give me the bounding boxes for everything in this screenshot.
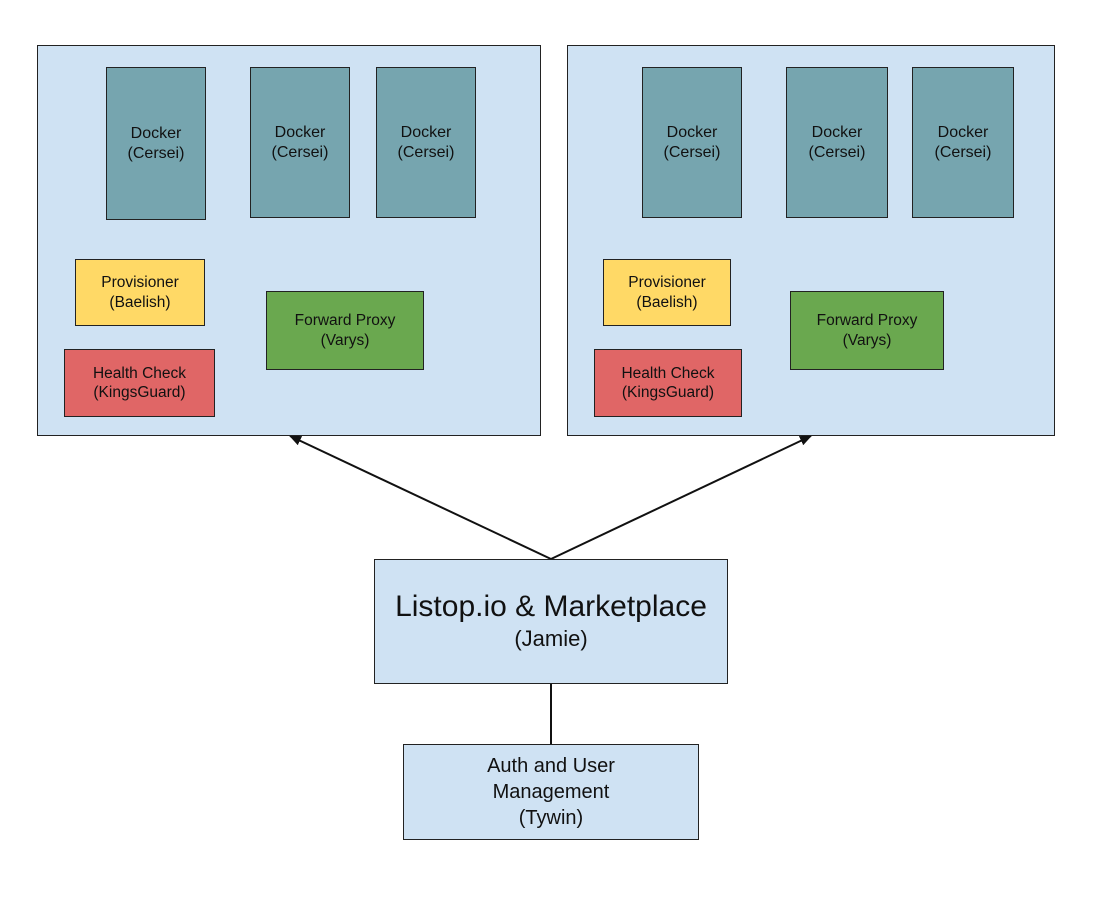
forward-proxy-label: Forward Proxy bbox=[816, 312, 918, 330]
docker-label: Docker bbox=[811, 123, 863, 141]
forward-proxy-label: Forward Proxy bbox=[294, 312, 396, 330]
marketplace-title: Listop.io & Marketplace bbox=[395, 590, 707, 624]
health-check-label: Health Check bbox=[621, 364, 715, 382]
docker-container: Docker (Cersei) bbox=[376, 67, 476, 218]
provisioner-box: Provisioner(Baelish) bbox=[603, 259, 731, 326]
auth-label-line2: Management bbox=[492, 781, 610, 803]
forward-proxy-box: Forward Proxy(Varys) bbox=[790, 291, 944, 370]
docker-sublabel: (Cersei) bbox=[397, 143, 455, 161]
health-check-label: Health Check bbox=[92, 364, 187, 382]
provisioner-label: Provisioner bbox=[628, 274, 706, 292]
docker-container: Docker (Cersei) bbox=[250, 67, 350, 218]
arrow-to-host-left bbox=[289, 435, 552, 560]
provisioner-box: Provisioner(Baelish) bbox=[75, 259, 205, 326]
docker-container: Docker (Cersei) bbox=[786, 67, 888, 218]
health-check-sublabel: (KingsGuard) bbox=[93, 384, 186, 401]
docker-label: Docker bbox=[400, 123, 452, 141]
docker-sublabel: (Cersei) bbox=[271, 143, 329, 161]
docker-label: Docker bbox=[130, 124, 182, 142]
docker-sublabel: (Cersei) bbox=[808, 143, 866, 161]
docker-label: Docker bbox=[937, 123, 989, 141]
marketplace-box: Listop.io & Marketplace(Jamie) bbox=[374, 559, 728, 684]
health-check-box: Health Check (KingsGuard) bbox=[64, 349, 215, 417]
docker-label: Docker bbox=[666, 123, 718, 141]
marketplace-subtitle: (Jamie) bbox=[514, 626, 588, 652]
docker-container: Docker (Cersei) bbox=[912, 67, 1014, 218]
auth-label-line1: Auth and User bbox=[487, 755, 615, 777]
docker-sublabel: (Cersei) bbox=[663, 143, 721, 161]
forward-proxy-sublabel: (Varys) bbox=[320, 331, 370, 349]
provisioner-sublabel: (Baelish) bbox=[109, 293, 171, 311]
docker-sublabel: (Cersei) bbox=[127, 144, 185, 162]
health-check-box: Health Check (KingsGuard) bbox=[594, 349, 742, 417]
docker-container: Docker (Cersei) bbox=[106, 67, 206, 220]
health-check-sublabel: (KingsGuard) bbox=[621, 384, 715, 401]
provisioner-sublabel: (Baelish) bbox=[636, 293, 698, 311]
forward-proxy-box: Forward Proxy(Varys) bbox=[266, 291, 424, 370]
provisioner-label: Provisioner bbox=[101, 274, 179, 292]
arrow-to-host-right bbox=[550, 435, 812, 560]
docker-sublabel: (Cersei) bbox=[934, 143, 992, 161]
docker-container: Docker (Cersei) bbox=[642, 67, 742, 218]
auth-label-line3: (Tywin) bbox=[518, 807, 584, 829]
forward-proxy-sublabel: (Varys) bbox=[842, 331, 892, 349]
docker-label: Docker bbox=[274, 123, 326, 141]
